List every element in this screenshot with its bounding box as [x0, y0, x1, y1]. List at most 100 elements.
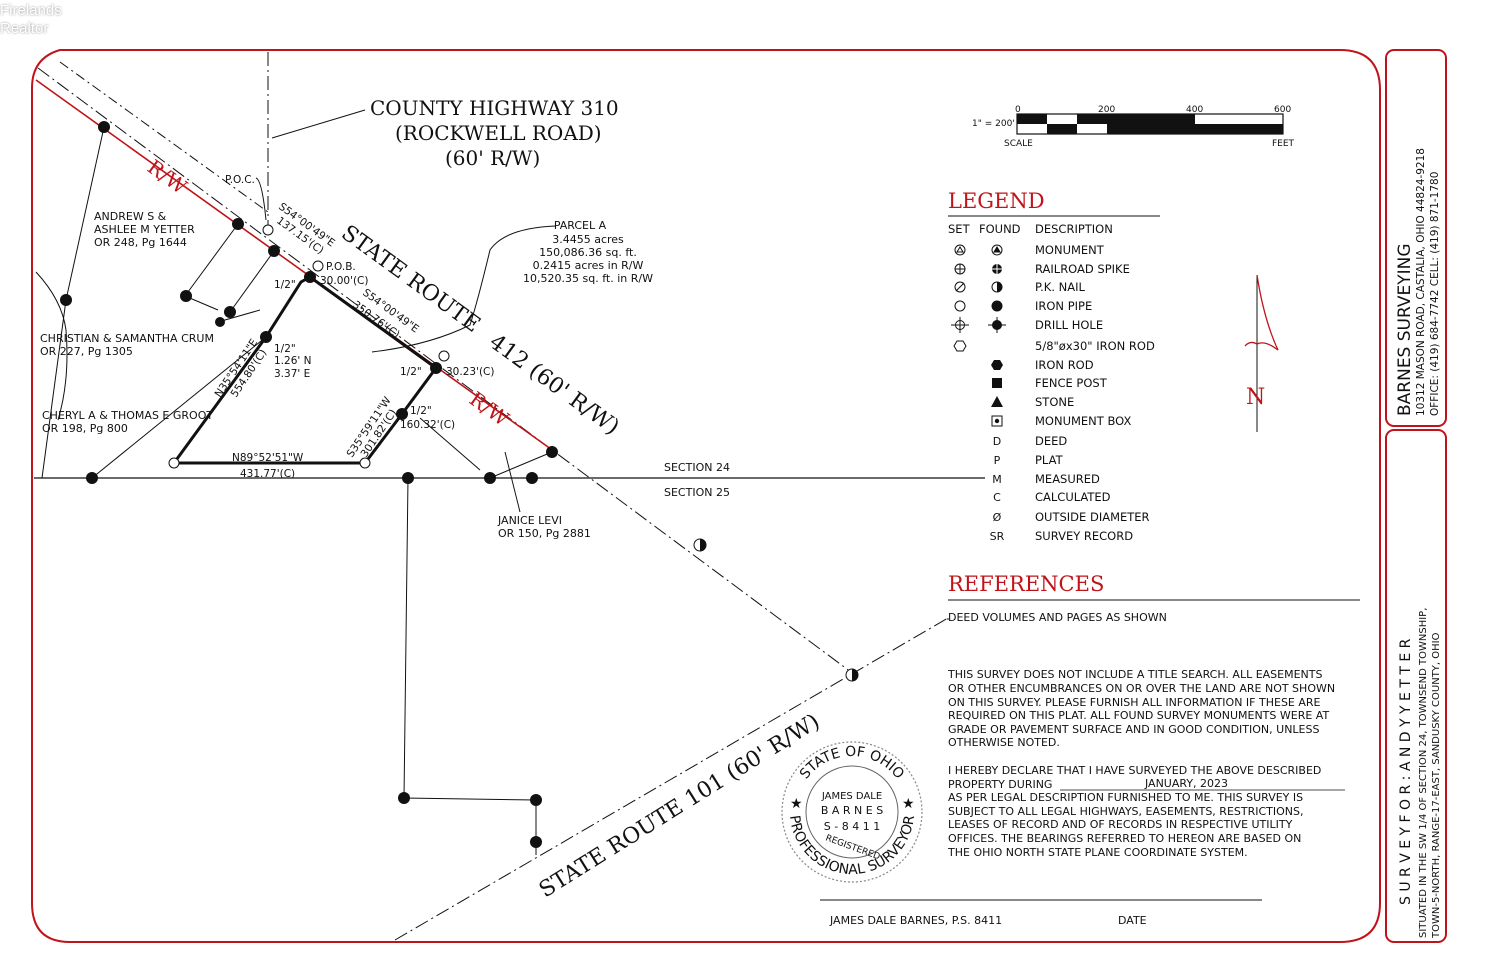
situated-2: TOWN-5-NORTH, RANGE-17-EAST, SANDUSKY CO… [1431, 632, 1442, 939]
legend-desc: IRON ROD [1035, 358, 1094, 372]
legend-set-symbol [954, 300, 966, 312]
leader-lines [255, 109, 949, 620]
watermark-line1: Firelands [0, 2, 62, 19]
legend-found-symbol [991, 300, 1003, 312]
sr412-rw-line-north [59, 61, 269, 213]
bearing-south: N89°52'51"W [232, 452, 304, 464]
company-address: 10312 MASON ROAD, CASTALIA, OHIO 44824-9… [1415, 148, 1427, 416]
north-label: N [1246, 385, 1265, 410]
legend-set-symbol [954, 244, 966, 256]
owner-crum-1: CHRISTIAN & SAMANTHA CRUM [40, 332, 214, 345]
seal-name-2: B A R N E S [821, 804, 883, 817]
legend-desc: 5/8"øx30" IRON ROD [1035, 339, 1155, 353]
realtor-watermark: Firelands Realtor [0, 2, 62, 38]
survey-labels: P.O.C. P.O.B. S54°00'49"E 137.15'(C) 30.… [213, 174, 495, 480]
legend-desc: IRON PIPE [1035, 299, 1092, 313]
legend-found-symbol [991, 244, 1003, 256]
surveyor-seal: STATE OF OHIO PROFESSIONAL SURVEYOR ★ ★ … [781, 741, 923, 883]
note-2: OR OTHER ENCUMBRANCES ON OR OVER THE LAN… [948, 682, 1335, 695]
legend-row: IRON ROD [991, 358, 1094, 372]
scale-label: SCALE [1004, 139, 1033, 149]
legend-found-symbol [991, 281, 1003, 293]
monuments [60, 121, 859, 848]
scale-unit: FEET [1272, 139, 1295, 149]
half-b: 1/2" [274, 343, 296, 355]
legend-desc: STONE [1035, 395, 1074, 409]
legend-row: STONE [991, 395, 1074, 409]
declare-date: JANUARY, 2023 [1144, 777, 1228, 790]
seal-star-left: ★ [790, 796, 803, 812]
company-name: BARNES SURVEYING [1395, 243, 1415, 416]
declare-1: I HEREBY DECLARE THAT I HAVE SURVEYED TH… [948, 764, 1321, 777]
signature-date: DATE [1118, 914, 1147, 927]
legend-desc: MONUMENT BOX [1035, 414, 1131, 428]
legend-found-symbol [991, 396, 1003, 407]
legend-row: RAILROAD SPIKE [954, 262, 1130, 276]
legend-desc: P.K. NAIL [1035, 280, 1086, 294]
legend-set-symbol [951, 317, 969, 333]
legend-row: IRON PIPE [954, 299, 1092, 313]
legend-desc: DEED [1035, 434, 1067, 448]
legend-title: LEGEND [948, 189, 1045, 213]
sheet-border [31, 49, 1381, 943]
references-line: DEED VOLUMES AND PAGES AS SHOWN [948, 611, 1167, 624]
parcel-title: PARCEL A [554, 219, 607, 232]
parcel-rw-acres: 0.2415 acres in R/W [533, 259, 644, 272]
survey-for: S U R V E Y F O R : A N D Y Y E T T E R [1398, 638, 1414, 905]
legend-found-symbol [992, 378, 1002, 388]
legend-desc: PLAT [1035, 453, 1064, 467]
legend-desc: RAILROAD SPIKE [1035, 262, 1130, 276]
seal-number: S - 8 4 1 1 [824, 820, 880, 833]
note-5: GRADE OR PAVEMENT SURFACE AND IN GOOD CO… [948, 723, 1319, 736]
legend: LEGEND SET FOUND DESCRIPTION MONUMENTRAI… [948, 189, 1160, 543]
section-24-label: SECTION 24 [664, 461, 730, 474]
parcel-a-boundary [171, 275, 439, 465]
offset-2: 3.37' E [274, 368, 310, 380]
legend-desc: DRILL HOLE [1035, 318, 1103, 332]
seal-star-right: ★ [902, 796, 915, 812]
legend-row: FENCE POST [992, 376, 1108, 390]
county-hwy-label-2: (ROCKWELL ROAD) [395, 121, 602, 145]
sr101-label: STATE ROUTE 101 (60' R/W) [535, 709, 824, 903]
legend-abbrev: Ø [993, 511, 1002, 524]
legend-abbrev: M [992, 473, 1002, 486]
dist-south: 431.77'(C) [240, 468, 295, 480]
legend-desc: SURVEY RECORD [1035, 529, 1133, 543]
seal-top: STATE OF OHIO [797, 744, 907, 782]
situated-1: SITUATED IN THE SW 1/4 OF SECTION 24, TO… [1418, 608, 1429, 938]
legend-found-symbol [988, 317, 1006, 333]
poc-label: P.O.C. [225, 174, 255, 186]
legend-header-set: SET [948, 222, 971, 236]
county-hwy-label-3: (60' R/W) [445, 146, 540, 170]
note-1: THIS SURVEY DOES NOT INCLUDE A TITLE SEA… [947, 668, 1323, 681]
declare-2: PROPERTY DURING [948, 778, 1052, 791]
titleblock-border-top [1385, 49, 1447, 427]
scale-ratio: 1" = 200' [972, 119, 1015, 129]
dist-pob: 30.00'(C) [320, 275, 368, 287]
parcel-sqft: 150,086.36 sq. ft. [539, 246, 637, 259]
legend-header-desc: DESCRIPTION [1035, 222, 1113, 236]
signature-name: JAMES DALE BARNES, P.S. 8411 [829, 914, 1002, 927]
titleblock-border-bottom [1385, 429, 1447, 943]
owner-yetter-2: ASHLEE M YETTER [94, 223, 195, 236]
references-title: REFERENCES [948, 572, 1104, 596]
note-3: ON THIS SURVEY. PLEASE FURNISH ALL INFOR… [948, 696, 1321, 709]
sr412-rw-line [35, 79, 556, 453]
half-a: 1/2" [274, 279, 296, 291]
legend-set-symbol [954, 263, 966, 275]
legend-row: DRILL HOLE [951, 317, 1103, 333]
owner-yetter-3: OR 248, Pg 1644 [94, 236, 187, 249]
owner-groot-2: OR 198, Pg 800 [42, 422, 128, 435]
declare-rest-1: AS PER LEGAL DESCRIPTION FURNISHED TO ME… [948, 791, 1303, 804]
legend-row: 5/8"øx30" IRON ROD [953, 339, 1155, 353]
half-d: 1/2" [410, 405, 432, 417]
legend-desc: FENCE POST [1035, 376, 1108, 390]
legend-set-symbol [953, 340, 967, 352]
parcel-rw-sqft: 10,520.35 sq. ft. in R/W [523, 272, 653, 285]
